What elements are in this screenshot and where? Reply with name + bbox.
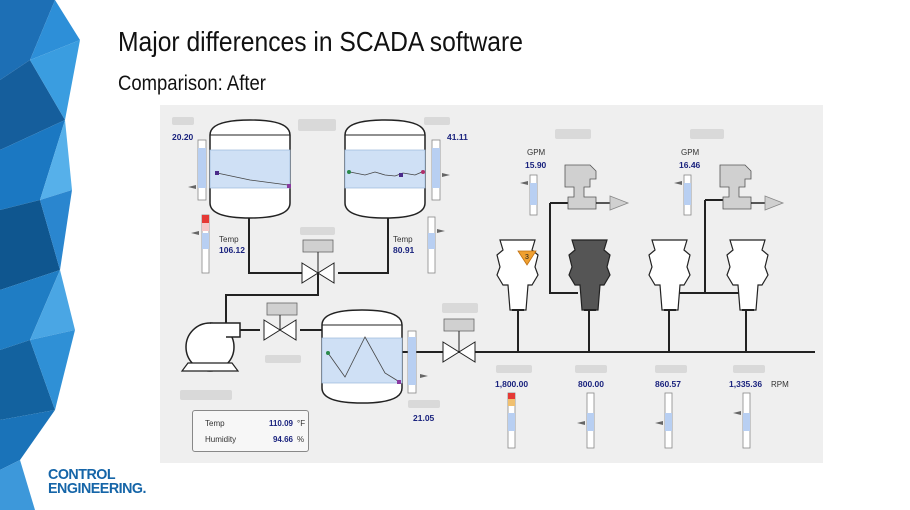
motor-1[interactable] — [496, 239, 539, 311]
blurred-label — [442, 303, 478, 313]
logo-line-2: ENGINEERING. — [48, 480, 147, 497]
rpm-gauge-3 — [655, 392, 673, 449]
blurred-label — [655, 365, 687, 373]
blurred-label — [575, 365, 607, 373]
blower-2[interactable] — [719, 164, 785, 211]
rpm-1-value: 1,800.00 — [495, 379, 528, 389]
gpm-gauge-2 — [674, 174, 692, 216]
tank-1-temp-value: 106.12 — [219, 245, 245, 255]
tank-3-level-value: 21.05 — [413, 413, 435, 423]
blurred-label — [555, 129, 591, 139]
blurred-label — [496, 365, 532, 373]
blower-1[interactable] — [564, 164, 630, 211]
blurred-label — [180, 390, 232, 400]
gpm-2-value: 16.46 — [679, 160, 701, 170]
gpm-2-label: GPM — [681, 148, 700, 157]
control-engineering-logo: CONTROL ENGINEERING. — [48, 466, 148, 500]
rpm-gauge-4 — [733, 392, 751, 449]
blurred-label — [298, 119, 336, 131]
scada-process-diagram: 3 — [172, 117, 815, 449]
info-temp-label: Temp — [205, 419, 225, 428]
info-temp-unit: °F — [297, 419, 306, 428]
pump[interactable] — [180, 322, 241, 372]
blurred-label — [300, 227, 335, 235]
scada-hmi-panel: 3 — [160, 105, 823, 463]
info-temp-row: Temp 110.09 °F — [205, 419, 305, 428]
rpm-gauge-2 — [577, 392, 595, 449]
temp-gauge-tank-1 — [191, 214, 210, 274]
info-temp-value: 110.09 — [268, 419, 293, 428]
rpm-gauge-1 — [507, 392, 516, 449]
level-gauge-tank-3 — [407, 330, 428, 394]
temp-gauge-tank-2 — [427, 216, 445, 274]
alarm-badge-count: 3 — [525, 254, 529, 261]
rpm-3-value: 860.57 — [655, 379, 681, 389]
info-humidity-row: Humidity 94.66% — [205, 435, 304, 444]
valve-top[interactable] — [301, 239, 335, 284]
info-humidity-unit: % — [297, 435, 305, 444]
tank-2-temp-label: Temp — [393, 235, 413, 244]
blurred-label — [265, 355, 301, 363]
tank-1-temp-label: Temp — [219, 235, 239, 244]
motor-2[interactable] — [568, 239, 611, 311]
blurred-label — [408, 400, 440, 408]
alarm-badge[interactable]: 3 — [517, 250, 537, 266]
tank-3[interactable] — [321, 309, 403, 404]
motor-3[interactable] — [648, 239, 691, 311]
level-gauge-tank-1 — [188, 139, 207, 201]
info-humidity-label: Humidity — [205, 435, 237, 444]
tank-2-level-value: 41.11 — [447, 132, 468, 142]
slide-subtitle: Comparison: After — [118, 72, 266, 95]
tank-2-temp-value: 80.91 — [393, 245, 415, 255]
tank-2[interactable] — [344, 119, 426, 219]
rpm-unit-label: RPM — [771, 380, 789, 389]
valve-left[interactable] — [263, 302, 298, 341]
level-gauge-tank-2 — [431, 139, 450, 201]
tank-1-level-value: 20.20 — [172, 132, 194, 142]
slide-title: Major differences in SCADA software — [118, 26, 523, 57]
gpm-gauge-1 — [520, 174, 538, 216]
rpm-4-value: 1,335.36 — [729, 379, 762, 389]
tank-1[interactable] — [209, 119, 291, 219]
environment-info-box: Temp 110.09 °F Humidity 94.66% — [192, 410, 309, 452]
gpm-1-label: GPM — [527, 148, 546, 157]
blurred-label — [690, 129, 724, 139]
rpm-2-value: 800.00 — [578, 379, 604, 389]
motor-4[interactable] — [726, 239, 769, 311]
logo-line-1: CONTROL — [48, 466, 116, 483]
blurred-label — [733, 365, 765, 373]
gpm-1-value: 15.90 — [525, 160, 547, 170]
decorative-polygon-strip — [0, 0, 80, 510]
blurred-label — [172, 117, 194, 125]
blurred-label — [424, 117, 450, 125]
info-humidity-value: 94.66 — [272, 435, 293, 444]
valve-right[interactable] — [442, 318, 476, 363]
